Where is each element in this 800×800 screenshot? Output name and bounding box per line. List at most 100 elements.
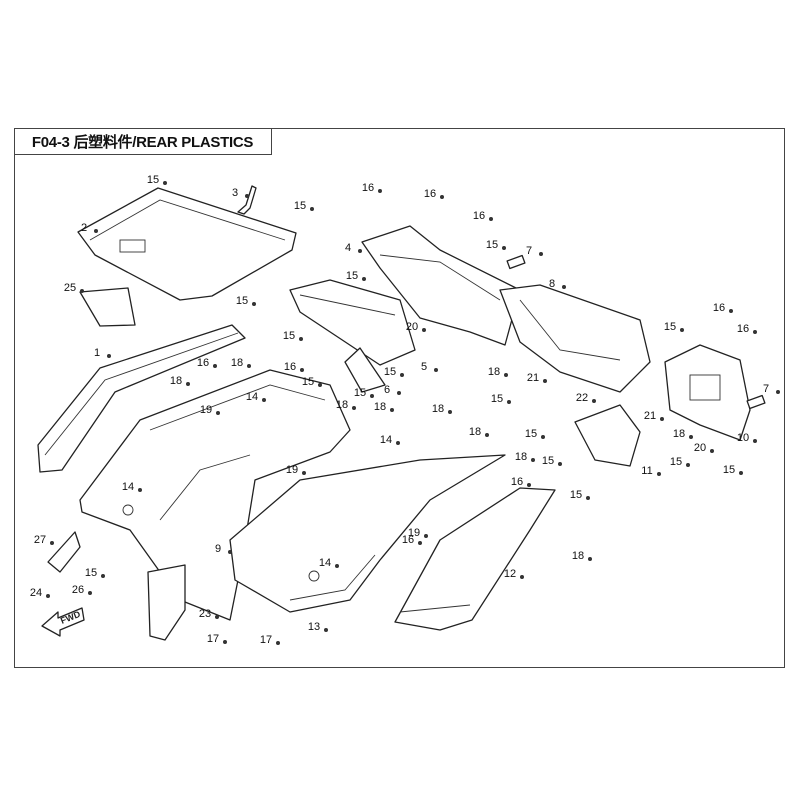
fastener-marker bbox=[418, 541, 422, 545]
fwd-arrow: FWD bbox=[41, 607, 85, 637]
callout-15: 15 bbox=[723, 464, 735, 476]
callout-2: 2 bbox=[81, 222, 87, 234]
callout-16: 16 bbox=[737, 323, 749, 335]
fastener-marker bbox=[753, 330, 757, 334]
callout-1: 1 bbox=[94, 347, 100, 359]
fastener-marker bbox=[502, 246, 506, 250]
fastener-marker bbox=[247, 364, 251, 368]
fastener-marker bbox=[252, 302, 256, 306]
fastener-marker bbox=[352, 406, 356, 410]
fastener-marker bbox=[710, 449, 714, 453]
callout-6: 6 bbox=[384, 384, 390, 396]
callout-22: 22 bbox=[576, 392, 588, 404]
fastener-marker bbox=[310, 207, 314, 211]
fastener-marker bbox=[541, 435, 545, 439]
fastener-marker bbox=[216, 411, 220, 415]
callout-17: 17 bbox=[260, 634, 272, 646]
callout-19: 19 bbox=[408, 527, 420, 539]
callout-18: 18 bbox=[170, 375, 182, 387]
callout-15: 15 bbox=[283, 330, 295, 342]
fastener-marker bbox=[163, 181, 167, 185]
part-10-rear-cover bbox=[664, 344, 751, 441]
fastener-marker bbox=[422, 328, 426, 332]
fastener-marker bbox=[276, 641, 280, 645]
callout-16: 16 bbox=[511, 476, 523, 488]
callout-15: 15 bbox=[236, 295, 248, 307]
fastener-marker bbox=[390, 408, 394, 412]
part-9-rear-fender bbox=[79, 369, 351, 621]
callout-20: 20 bbox=[694, 442, 706, 454]
diagram-frame bbox=[14, 128, 785, 668]
callout-18: 18 bbox=[336, 399, 348, 411]
callout-16: 16 bbox=[197, 357, 209, 369]
fastener-marker bbox=[753, 439, 757, 443]
callout-11: 11 bbox=[641, 465, 652, 477]
callout-15: 15 bbox=[294, 200, 306, 212]
fastener-marker bbox=[138, 488, 142, 492]
callout-7: 7 bbox=[763, 383, 769, 395]
callout-19: 19 bbox=[286, 464, 298, 476]
part-2-seat-cover bbox=[77, 187, 297, 301]
fastener-marker bbox=[520, 575, 524, 579]
callout-18: 18 bbox=[432, 403, 444, 415]
fastener-marker bbox=[657, 472, 661, 476]
fastener-marker bbox=[562, 285, 566, 289]
callout-21: 21 bbox=[527, 372, 539, 384]
part-11-box bbox=[574, 404, 641, 467]
fastener-marker bbox=[245, 194, 249, 198]
fastener-marker bbox=[228, 550, 232, 554]
part-24-bracket bbox=[47, 531, 81, 573]
fastener-marker bbox=[440, 195, 444, 199]
callout-14: 14 bbox=[122, 481, 134, 493]
fastener-marker bbox=[362, 277, 366, 281]
callout-18: 18 bbox=[488, 366, 500, 378]
callout-14: 14 bbox=[380, 434, 392, 446]
part-8-side-cover bbox=[499, 284, 651, 393]
callout-15: 15 bbox=[486, 239, 498, 251]
fastener-marker bbox=[213, 364, 217, 368]
fastener-marker bbox=[358, 249, 362, 253]
fastener-marker bbox=[94, 229, 98, 233]
callout-14: 14 bbox=[319, 557, 331, 569]
fastener-marker bbox=[302, 471, 306, 475]
fastener-marker bbox=[680, 328, 684, 332]
fastener-marker bbox=[686, 463, 690, 467]
callout-18: 18 bbox=[231, 357, 243, 369]
callout-15: 15 bbox=[570, 489, 582, 501]
callout-16: 16 bbox=[424, 188, 436, 200]
fastener-marker bbox=[489, 217, 493, 221]
callout-5: 5 bbox=[421, 361, 427, 373]
fastener-marker bbox=[46, 594, 50, 598]
callout-8: 8 bbox=[549, 278, 555, 290]
fastener-marker bbox=[88, 591, 92, 595]
callout-15: 15 bbox=[542, 455, 554, 467]
fastener-marker bbox=[299, 337, 303, 341]
part-12-right-fender bbox=[394, 487, 556, 631]
callout-18: 18 bbox=[572, 550, 584, 562]
fastener-marker bbox=[300, 368, 304, 372]
fastener-marker bbox=[396, 441, 400, 445]
callout-24: 24 bbox=[30, 587, 42, 599]
callout-21: 21 bbox=[644, 410, 656, 422]
callout-16: 16 bbox=[473, 210, 485, 222]
part-6-plate bbox=[344, 347, 386, 393]
fastener-marker bbox=[262, 398, 266, 402]
part-23-flap bbox=[147, 564, 186, 641]
callout-15: 15 bbox=[670, 456, 682, 468]
callout-15: 15 bbox=[354, 387, 366, 399]
part-3-handle bbox=[237, 185, 257, 215]
fastener-marker bbox=[378, 189, 382, 193]
callout-14: 14 bbox=[246, 391, 258, 403]
fastener-marker bbox=[543, 379, 547, 383]
fastener-marker bbox=[592, 399, 596, 403]
fastener-marker bbox=[400, 373, 404, 377]
callout-16: 16 bbox=[402, 534, 414, 546]
fastener-marker bbox=[539, 252, 543, 256]
fastener-marker bbox=[586, 496, 590, 500]
fastener-marker bbox=[504, 373, 508, 377]
fastener-marker bbox=[186, 382, 190, 386]
fastener-marker bbox=[370, 394, 374, 398]
callout-15: 15 bbox=[302, 376, 314, 388]
fastener-marker bbox=[101, 574, 105, 578]
